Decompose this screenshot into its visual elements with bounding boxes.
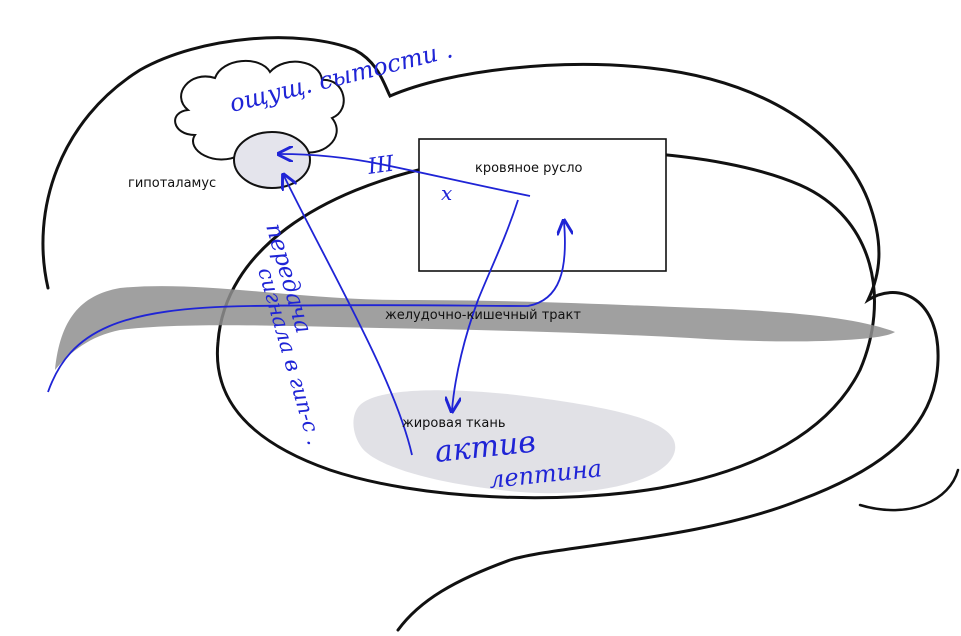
bloodstream-label: кровяное русло	[475, 161, 583, 176]
block-mark: III	[365, 151, 397, 180]
cross-mark: x	[441, 181, 452, 205]
bloodstream-box	[419, 139, 666, 271]
lower-outline	[860, 470, 958, 510]
hypothalamus-shape	[234, 132, 310, 188]
gi-tract-shape	[55, 286, 895, 370]
gi-tract-label: желудочно-кишечный тракт	[385, 308, 581, 323]
hypothalamus-label: гипоталамус	[128, 176, 216, 191]
